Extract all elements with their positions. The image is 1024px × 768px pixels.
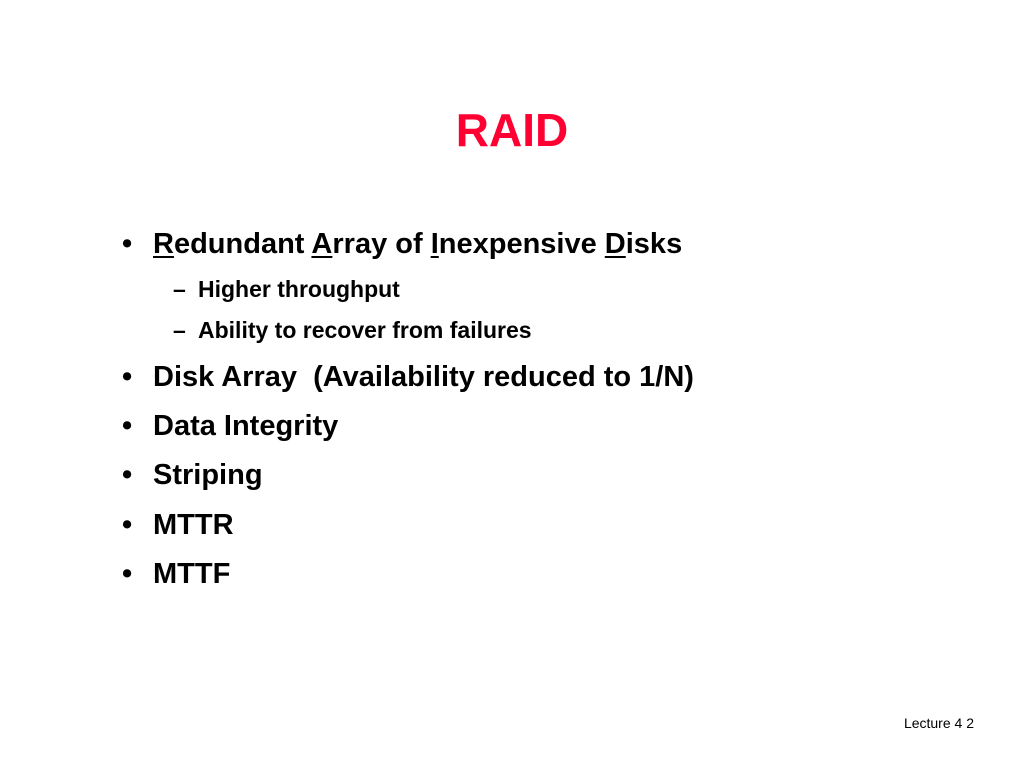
sub-bullet-marker: –	[173, 276, 186, 302]
slide-title: RAID	[455, 104, 569, 156]
bullet-text: MTTR	[153, 509, 234, 541]
word-part: edundant	[173, 228, 312, 260]
bullet-marker: •	[122, 509, 133, 541]
word-part: rray of	[332, 228, 431, 260]
acronym-letter-d: D	[604, 228, 626, 260]
acronym-letter-a: A	[311, 228, 333, 260]
acronym-letter-i: I	[430, 228, 439, 260]
slide-footer: Lecture 4 2	[903, 715, 974, 731]
acronym-letter-r: R	[153, 228, 174, 260]
word-part: nexpensive	[438, 228, 605, 260]
bullet-marker: •	[122, 558, 133, 590]
bullet-text: Redundant Array of Inexpensive Disks	[153, 226, 682, 262]
bullet-text: Data Integrity	[153, 410, 339, 442]
bullet-text: MTTF	[153, 558, 231, 590]
sub-bullet-marker: –	[173, 317, 186, 343]
sub-bullet-text: Ability to recover from failures	[198, 317, 532, 343]
word-part: isks	[625, 228, 683, 260]
sub-bullet-text: Higher throughput	[198, 276, 400, 302]
bullet-text: Striping	[153, 459, 263, 491]
bullet-marker: •	[122, 459, 133, 491]
bullet-text: Disk Array (Availability reduced to 1/N)	[153, 361, 694, 393]
bullet-marker: •	[122, 228, 133, 260]
bullet-marker: •	[122, 361, 133, 393]
bullet-marker: •	[122, 410, 133, 442]
